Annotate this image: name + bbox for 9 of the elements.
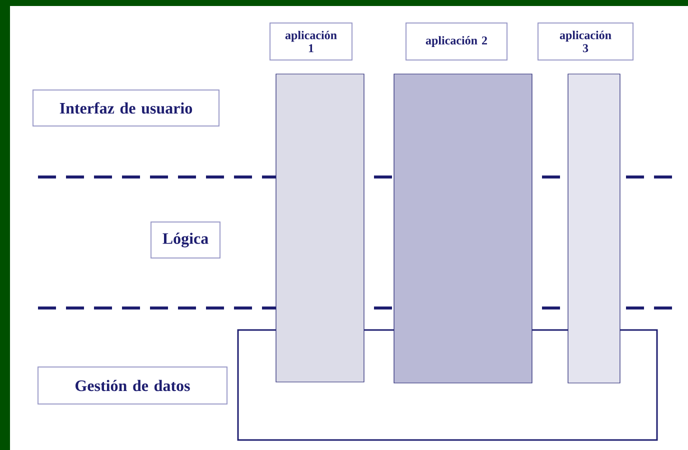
- label-box: Gestión de datos: [38, 366, 228, 404]
- label-box: Interfaz de usuario: [32, 90, 220, 126]
- column-bar: [568, 74, 620, 384]
- label-box: aplicación 3: [538, 22, 634, 60]
- column-bar: [394, 74, 532, 384]
- label-box: aplicación 1: [270, 22, 352, 60]
- column-bar: [276, 74, 364, 382]
- label-box: aplicación 2: [406, 22, 508, 60]
- label-box: Lógica: [150, 222, 220, 258]
